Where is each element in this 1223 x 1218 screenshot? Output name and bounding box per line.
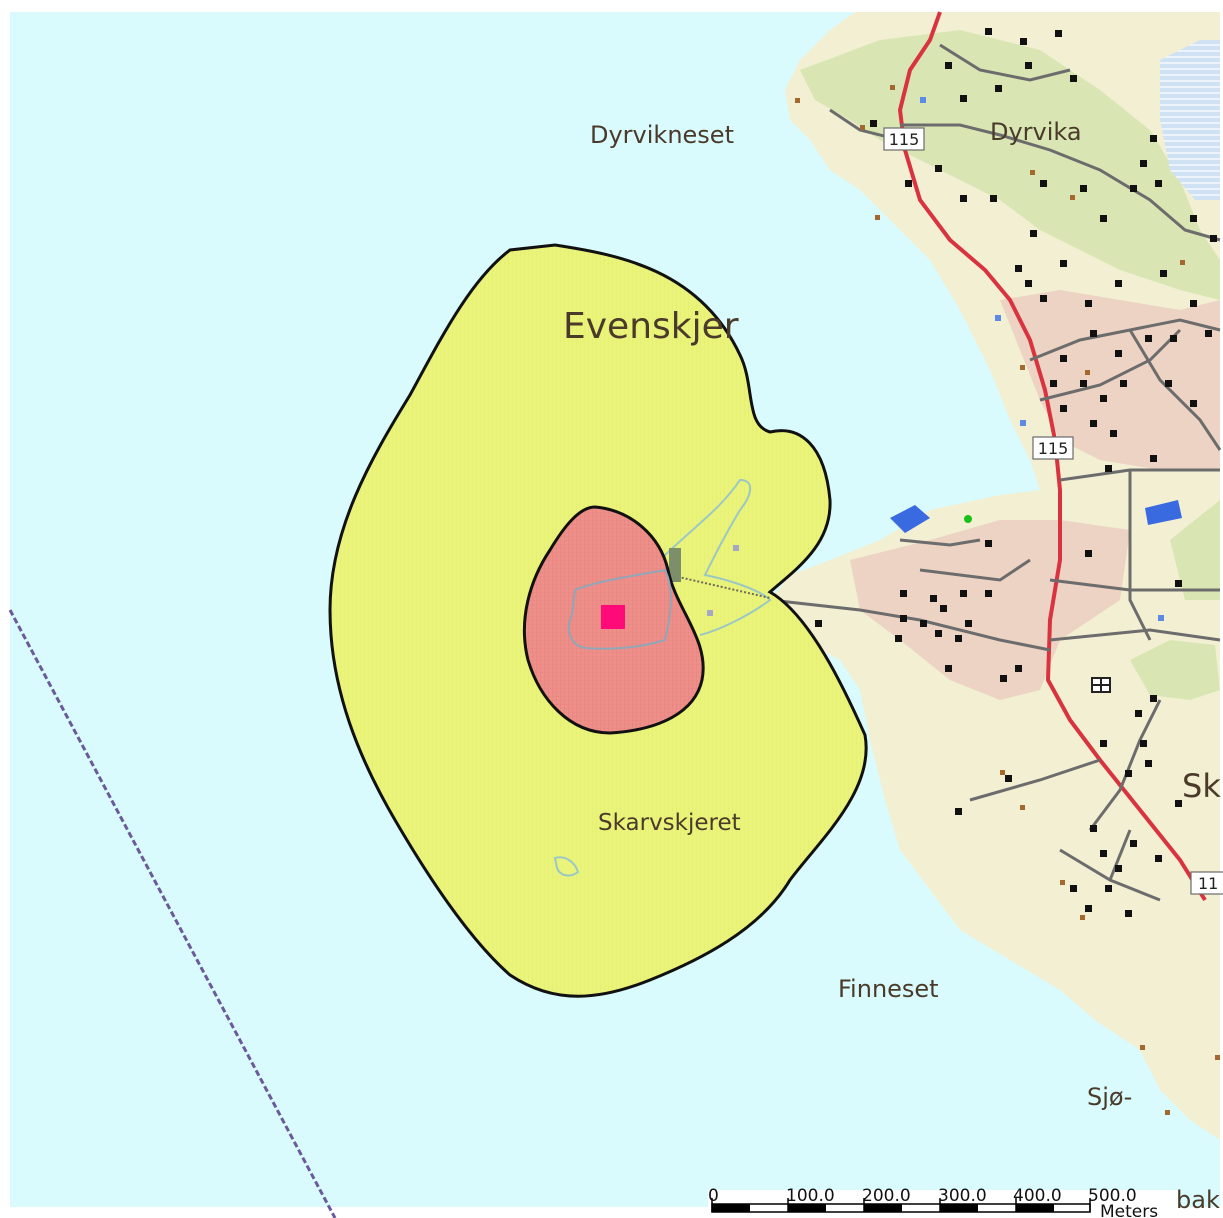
buildings [815, 28, 1217, 917]
small-buildings [795, 85, 1220, 1115]
forest-east-2 [1170, 500, 1220, 600]
scale-tick-100: 100.0 [786, 1186, 835, 1206]
road-shield-label: 11 [1198, 874, 1218, 893]
grey-marker-2 [707, 610, 713, 616]
grey-marker-1 [733, 545, 739, 551]
label-evenskjer: Evenskjer [563, 306, 739, 347]
lake [1160, 40, 1220, 200]
scale-tick-200: 200.0 [862, 1186, 911, 1206]
label-dyrvikneset: Dyrvikneset [590, 121, 734, 149]
road-shield-115-south: 11 [1190, 871, 1223, 895]
road-shield-label: 115 [889, 130, 920, 149]
label-sk: Sk [1182, 767, 1221, 805]
islet-core [567, 568, 672, 650]
minor-roads [769, 43, 1222, 902]
label-finneset: Finneset [838, 975, 939, 1003]
scale-tick-0: 0 [708, 1186, 719, 1206]
road-shield-label: 115 [1038, 439, 1069, 458]
scale-tick-300: 300.0 [938, 1186, 987, 1206]
cable-line [669, 574, 771, 599]
scale-unit: Meters [1100, 1202, 1158, 1218]
label-skarvskjeret: Skarvskjeret [598, 810, 741, 836]
blue-features [890, 97, 1182, 621]
scale-tick-500: 500.0 [1088, 1186, 1137, 1206]
road-shield-115-north: 115 [883, 127, 925, 151]
label-bak: bak [1176, 1186, 1220, 1214]
label-sjo: Sjø- [1087, 1083, 1132, 1111]
label-dyrvika: Dyrvika [990, 118, 1082, 146]
green-point [964, 515, 972, 523]
islet-south [553, 856, 580, 877]
forest-east [1130, 640, 1220, 700]
church-icon [1091, 677, 1111, 693]
scale-tick-400: 400.0 [1013, 1186, 1062, 1206]
scale-bar: 0 100.0 200.0 300.0 400.0 500.0 Meters [708, 1186, 1178, 1218]
pier [669, 548, 681, 582]
main-road-115 [897, 11, 1207, 902]
islet-north [659, 478, 772, 636]
road-shield-115-middle: 115 [1032, 436, 1074, 460]
site-marker[interactable] [601, 605, 625, 629]
boundary-line [8, 609, 337, 1218]
